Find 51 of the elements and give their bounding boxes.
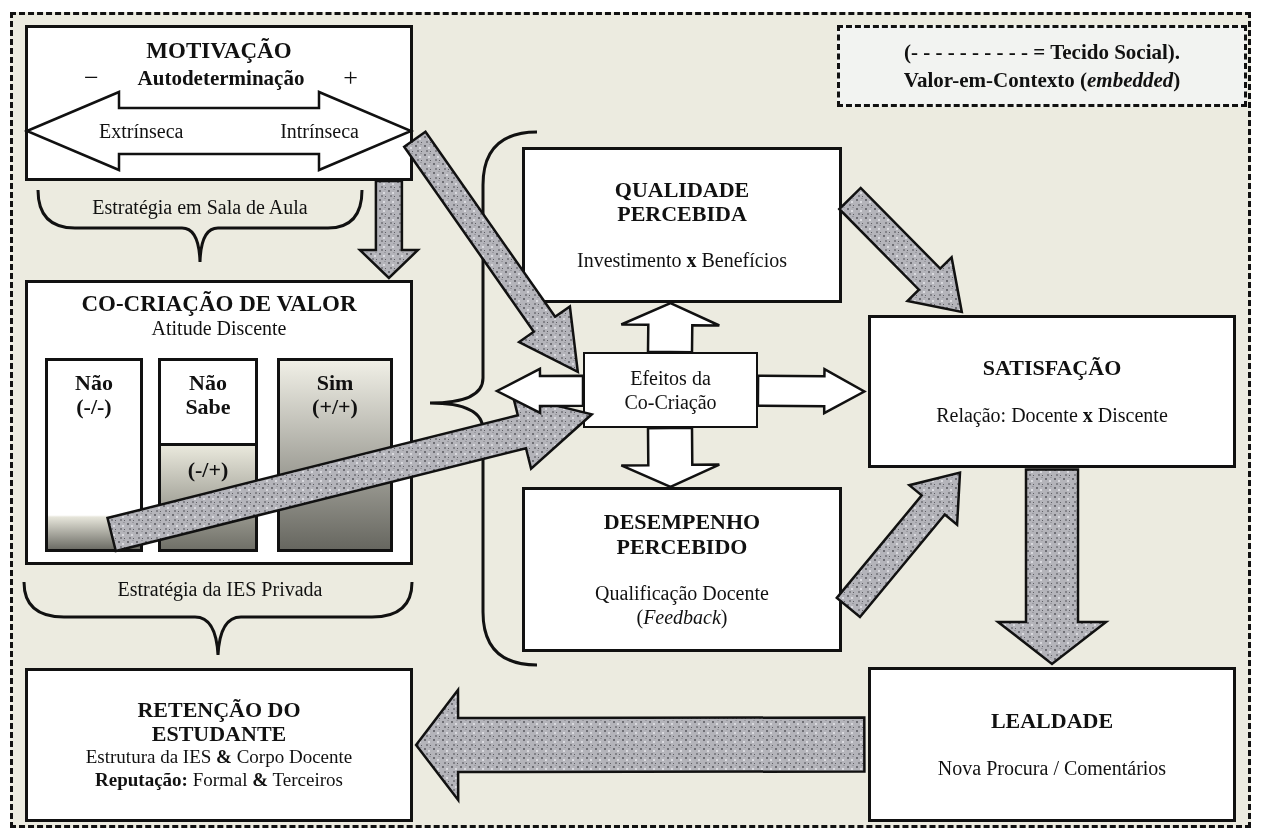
column-label: Não Sabe [184,371,232,420]
box-title: QUALIDADE PERCEBIDA [613,177,751,227]
process-box [25,668,413,822]
column-label: (-/-) [76,395,112,420]
box-title: LEALDADE [990,709,1114,734]
process-box [522,147,842,303]
box-subtitle: Atitude Discente [151,316,287,341]
box-subtitle: Autodeterminação [137,66,305,90]
box-text: Reputação: Formal & Terceiros [95,769,343,792]
double-arrow [27,90,411,172]
process-box [25,280,413,565]
hollow-arrow [620,426,721,489]
box-title: RETENÇÃO DO ESTUDANTE [136,698,302,747]
box-title: CO-CRIAÇÃO DE VALOR [81,291,357,317]
brace-label: Estratégia da IES Privada [116,578,324,601]
process-box [868,667,1236,822]
hollow-arrow [494,366,585,415]
block-arrow [835,470,962,619]
block-arrow [414,686,866,804]
column-label: Não [75,371,113,396]
hollow-arrow [756,367,867,416]
box-text: Relação: Docente x Discente [936,402,1168,427]
center-box [583,352,758,428]
block-arrow [402,129,580,374]
block-arrow [837,186,964,314]
box-title: SATISFAÇÃO [982,356,1122,381]
block-arrow [994,468,1110,666]
minus-sign: − [84,65,99,92]
motivation-box [25,25,413,181]
box-title: DESEMPENHO PERCEBIDO [602,510,762,559]
arrow-label: Extrínseca [99,119,184,143]
box-text: Nova Procura / Comentários [937,755,1167,780]
box-text: Estrutura da IES & Corpo Docente [85,746,353,770]
shape-label: Efeitos da Co-Criação [623,366,718,414]
process-box [868,315,1236,468]
brace-label: Estratégia em Sala de Aula [91,196,309,219]
box-title: MOTIVAÇÃO [146,38,292,64]
block-arrow [356,179,421,280]
arrow-label: Intrínseca [280,119,359,143]
column-box [45,358,143,552]
column-label: (-/+) [187,458,229,484]
hollow-arrow [620,301,721,354]
plus-sign: + [343,65,358,92]
note-text: Valor-em-Contexto (embedded) [903,67,1181,94]
column-label: (+/+) [312,395,358,420]
note-text: (- - - - - - - - - - = Tecido Social). [903,38,1181,66]
process-box [522,487,842,652]
column-label: Sim [316,371,354,396]
box-text: Investimento x Benefícios [577,248,787,273]
note-box [837,25,1247,107]
box-text: Qualificação Docente (Feedback) [594,580,770,629]
